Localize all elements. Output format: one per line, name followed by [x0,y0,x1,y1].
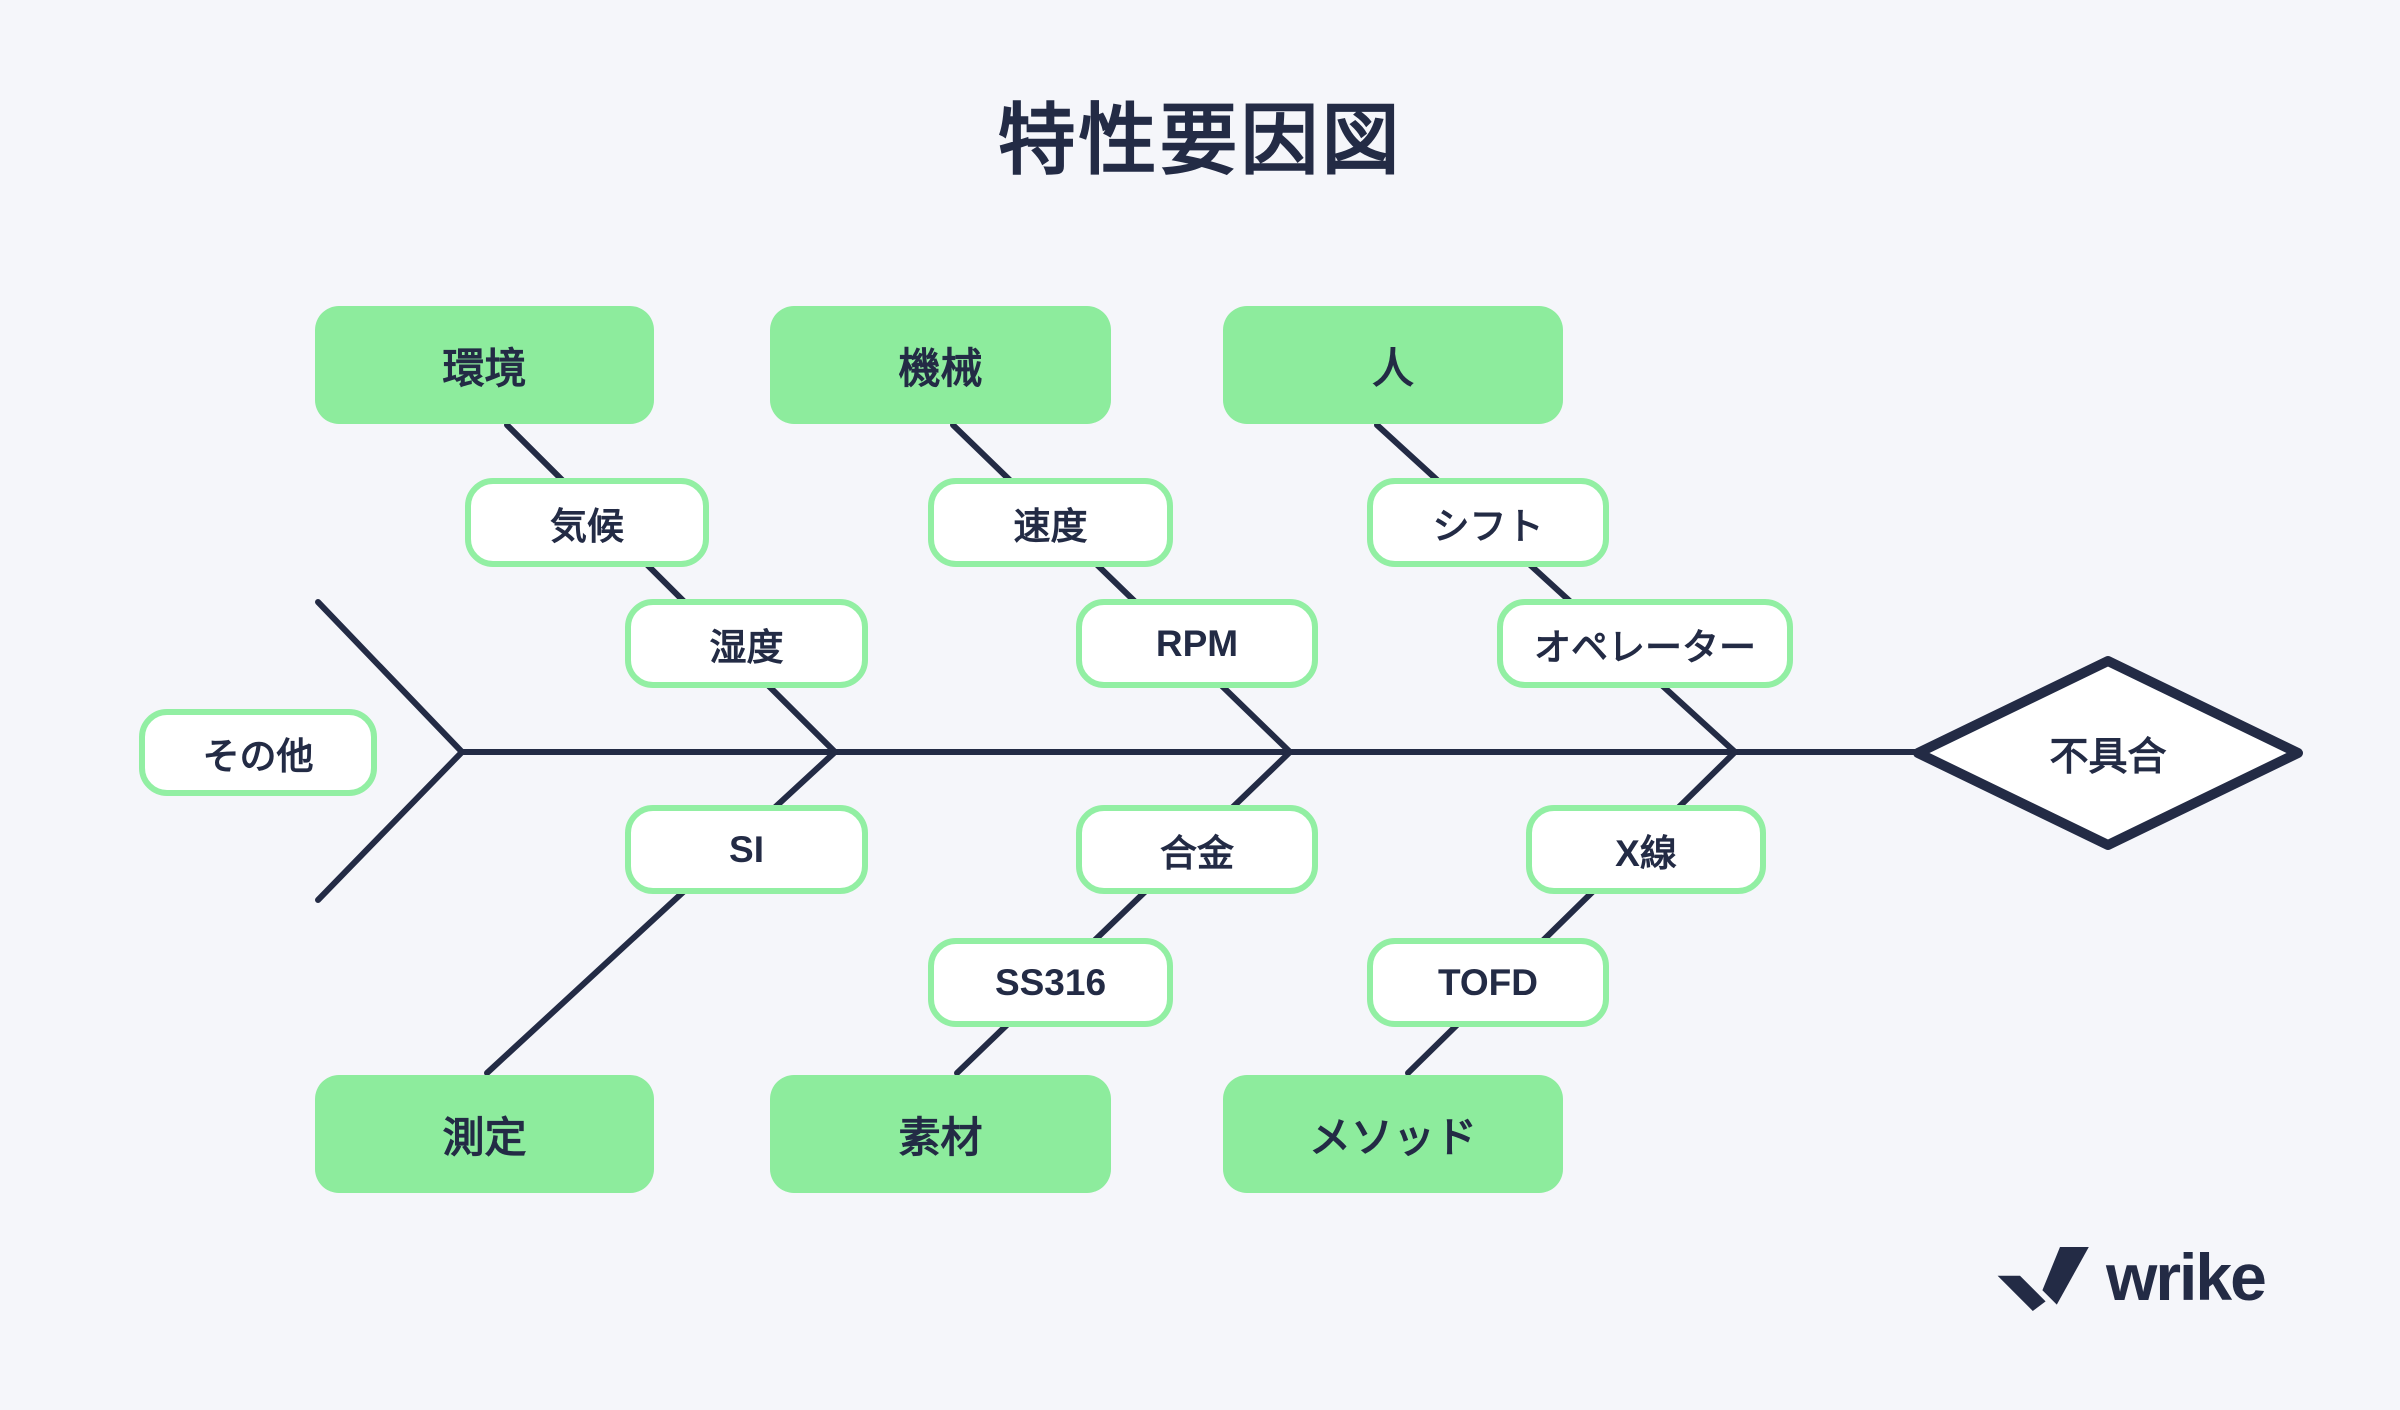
category-box-measurement: 測定 [315,1075,654,1193]
diagram-title: 特性要因図 [997,96,1403,184]
cause-box-shift: シフト [1367,478,1609,567]
cause-box-ss316: SS316 [928,938,1173,1027]
tail-line-top [315,599,465,755]
category-box-method: メソッド [1223,1075,1563,1193]
category-box-material: 素材 [770,1075,1111,1193]
cause-box-tofd: TOFD [1367,938,1609,1027]
cause-box-si: SI [625,805,868,894]
cause-box-speed: 速度 [928,478,1173,567]
branch-people [1374,422,1738,755]
branch-environment [504,422,838,755]
wrike-wordmark: wrike [2106,1240,2267,1314]
wrike-logo: wrike [1996,1240,2267,1314]
tail-line-bottom [315,749,465,903]
cause-box-climate: 気候 [465,478,709,567]
cause-box-operator: オペレーター [1497,599,1793,688]
cause-box-xray: X線 [1526,805,1766,894]
cause-box-rpm: RPM [1076,599,1318,688]
cause-box-alloy: 合金 [1076,805,1318,894]
tail-box-others: その他 [139,709,377,796]
category-box-machine: 機械 [770,306,1111,424]
effect-label: 不具合 [2049,736,2167,779]
category-box-environment: 環境 [315,306,654,424]
wrike-checkmark-icon [1997,1247,2089,1311]
cause-box-humidity: 湿度 [625,599,868,688]
category-box-people: 人 [1223,306,1563,424]
effect-diamond [1913,656,2303,850]
branch-measurement [484,749,838,1076]
branch-machine [950,422,1293,755]
